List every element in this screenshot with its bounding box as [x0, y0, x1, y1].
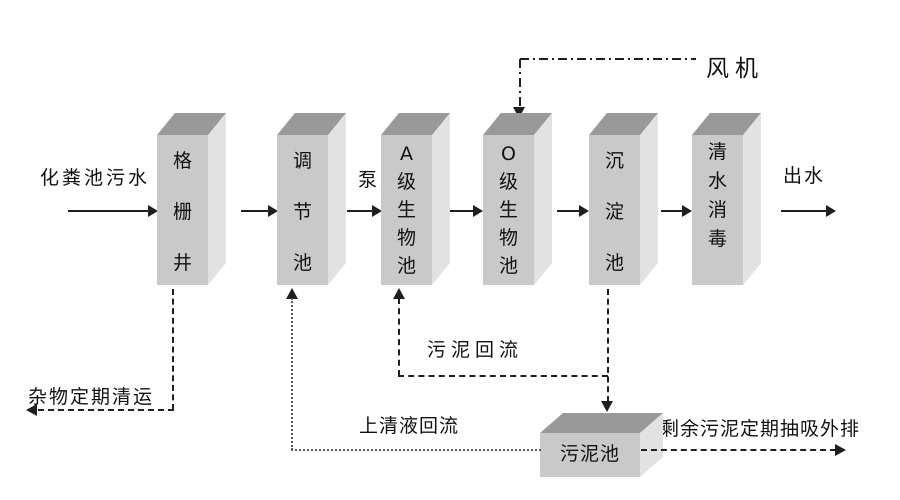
- debris-arrowhead-icon: [26, 404, 37, 416]
- box-side-face: [432, 113, 450, 285]
- box-front-face: 清水消毒: [692, 135, 743, 285]
- sludge-return-line-vertical: [398, 298, 400, 376]
- supernatant-line-horizontal: [291, 449, 541, 451]
- arrow-sedimentation-to-disinfection: [661, 205, 692, 217]
- sedimentation-to-sludge-line: [607, 289, 609, 402]
- blower-label: 风机: [706, 56, 764, 82]
- box-top-face: [483, 113, 552, 135]
- tank-sedimentation: 沉淀池: [589, 113, 658, 285]
- box-top-face: [540, 413, 663, 433]
- box-side-face: [640, 113, 658, 285]
- excess-sludge-line: [641, 449, 836, 451]
- sludge-return-arrowhead-icon: [393, 288, 405, 299]
- box-front-face: 格栅井: [157, 135, 208, 285]
- arrow-regulating-to-a-tank: [347, 205, 382, 217]
- arrow-o-tank-to-sedimentation: [557, 205, 589, 217]
- blower-air-line-vertical: [519, 59, 521, 108]
- effluent-label: 出水: [783, 165, 826, 187]
- box-top-face: [381, 113, 450, 135]
- box-top-face: [277, 113, 346, 135]
- tank-sludge-label: 污泥池: [559, 443, 620, 465]
- box-side-face: [640, 413, 663, 477]
- box-side-face: [743, 113, 761, 285]
- box-side-face: [208, 113, 226, 285]
- influent-arrow: [68, 205, 158, 217]
- box-front-face: 调节池: [277, 135, 328, 285]
- box-top-face: [589, 113, 658, 135]
- excess-sludge-label: 剩余污泥定期抽吸外排: [660, 418, 861, 440]
- arrow-gridwell-to-regulating: [241, 205, 278, 217]
- arrow-a-tank-to-o-tank: [450, 205, 483, 217]
- tank-disinfection: 清水消毒: [692, 113, 761, 285]
- supernatant-line-vertical: [291, 298, 293, 450]
- pump-label: 泵: [358, 169, 378, 191]
- box-side-face: [328, 113, 346, 285]
- box-side-face: [534, 113, 552, 285]
- tank-regulating: 调节池: [277, 113, 346, 285]
- debris-removal-label: 杂物定期清运: [28, 386, 155, 408]
- tank-o-stage-bio-label: O级生物池: [498, 143, 518, 277]
- box-top-face: [692, 113, 761, 135]
- blower-arrowhead-icon: [513, 107, 525, 118]
- tank-a-stage-bio: A级生物池: [381, 113, 450, 285]
- debris-line-vertical: [172, 289, 174, 410]
- debris-line-horizontal: [38, 409, 174, 411]
- tank-grid-well: 格栅井: [157, 113, 226, 285]
- box-front-face: O级生物池: [483, 135, 534, 285]
- sludge-tank-arrowhead-icon: [601, 401, 613, 412]
- box-top-face: [157, 113, 226, 135]
- supernatant-arrowhead-icon: [286, 288, 298, 299]
- influent-label: 化粪池污水: [40, 167, 151, 189]
- sludge-return-label: 污泥回流: [427, 339, 524, 361]
- tank-o-stage-bio: O级生物池: [483, 113, 552, 285]
- blower-air-line-horizontal: [520, 58, 696, 60]
- excess-sludge-arrowhead-icon: [835, 444, 846, 456]
- box-front-face: A级生物池: [381, 135, 432, 285]
- tank-a-stage-bio-label: A级生物池: [396, 143, 416, 277]
- tank-grid-well-label: 格栅井: [172, 150, 192, 274]
- box-front-face: 沉淀池: [589, 135, 640, 285]
- box-front-face: 污泥池: [540, 433, 640, 477]
- tank-sedimentation-label: 沉淀池: [604, 150, 624, 274]
- sludge-return-line-horizontal: [398, 375, 608, 377]
- effluent-arrow: [781, 205, 836, 217]
- tank-sludge: 污泥池: [540, 413, 663, 477]
- supernatant-return-label: 上清液回流: [359, 415, 460, 437]
- tank-regulating-label: 调节池: [292, 150, 312, 274]
- tank-disinfection-label: 清水消毒: [707, 141, 727, 250]
